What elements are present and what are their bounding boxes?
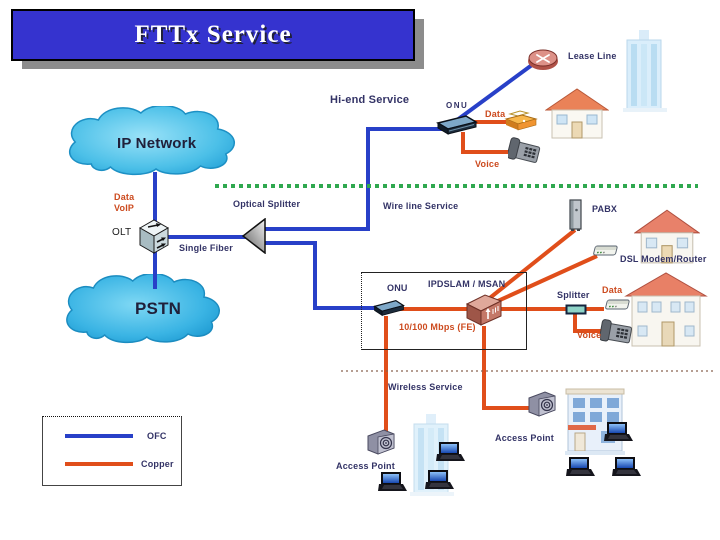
wire-line-service-label: Wire line Service <box>383 201 459 211</box>
optical-splitter-label: Optical Splitter <box>233 199 301 209</box>
telephone-icon <box>600 316 636 346</box>
lease-line-label: Lease Line <box>568 51 617 61</box>
onu-label: ONU <box>446 101 469 110</box>
pstn-cloud-icon <box>56 274 232 344</box>
olt-switch-icon <box>135 217 171 255</box>
legend-ofc-line <box>65 434 133 438</box>
onu-ipdslam-cabinet-box <box>361 272 527 350</box>
data-voip-label-line1: Data <box>114 192 135 202</box>
pstn-label: PSTN <box>135 299 182 318</box>
laptop-icon <box>425 470 455 494</box>
laptop-icon <box>436 442 466 466</box>
wire-copper-ipdslam-accesspoint <box>482 326 532 410</box>
optical-splitter-icon <box>242 218 266 254</box>
fax-machine-icon <box>504 108 538 134</box>
voice-label: Voice <box>475 159 500 169</box>
data-modem-icon <box>601 294 633 314</box>
ipdslam-icon <box>464 291 504 329</box>
legend-box <box>42 416 182 486</box>
splitter-icon <box>565 303 587 316</box>
hi-end-service-label: Hi-end Service <box>330 94 410 106</box>
leaseline-router-icon <box>527 47 559 71</box>
skyscraper-icon <box>621 28 669 116</box>
wire-fiber-onu-splitter <box>261 127 446 231</box>
laptop-icon <box>566 457 596 481</box>
wireless-service-label: Wireless Service <box>388 382 463 392</box>
house-icon <box>545 86 609 140</box>
house-icon <box>634 207 700 265</box>
laptop-icon <box>604 422 634 446</box>
access-point-label: Access Point <box>336 461 395 471</box>
access-point-icon <box>366 427 396 457</box>
onu-modem-icon <box>373 299 405 317</box>
data-voip-label-line2: VoIP <box>114 203 135 213</box>
dsl-modem-icon <box>589 240 621 260</box>
wire-copper-onu-voice <box>461 132 512 154</box>
ip-network-label: IP Network <box>117 135 197 152</box>
house-icon <box>624 270 708 350</box>
laptop-icon <box>612 457 642 481</box>
data-label: Data <box>485 109 506 119</box>
legend-copper-line <box>65 462 133 466</box>
data-label: Data <box>602 285 623 295</box>
page-title: FTTx Service <box>134 21 292 48</box>
wire-copper-ipdslam-dslmodem <box>488 254 598 307</box>
pabx-label: PABX <box>592 204 618 214</box>
wire-copper-ipdslam-pabx <box>484 228 577 303</box>
pabx-icon <box>567 198 583 232</box>
splitter-label: Splitter <box>557 290 590 300</box>
ip-network-cloud-icon <box>58 106 248 176</box>
wire-copper-splitter-voice <box>573 312 606 333</box>
wire-fiber-splitter-onucabinet <box>261 241 376 310</box>
voice-label: Voice <box>577 330 602 340</box>
laptop-icon <box>378 472 408 496</box>
onu-cabinet-label: ONU <box>387 283 408 293</box>
access-point-icon <box>527 389 557 419</box>
olt-label: OLT <box>112 227 132 238</box>
title-banner: FTTx Service <box>11 9 415 61</box>
ipdslam-label: IPDSLAM / MSAN <box>428 279 506 289</box>
legend-copper-label: Copper <box>141 459 174 469</box>
dsl-modem-label: DSL Modem/Router <box>620 254 707 264</box>
onu-modem-icon <box>436 114 478 136</box>
access-point-label: Access Point <box>495 433 554 443</box>
legend-ofc-label: OFC <box>147 431 167 441</box>
telephone-icon <box>508 135 544 165</box>
single-fiber-label: Single Fiber <box>179 243 233 253</box>
fe-speed-label: 10/100 Mbps (FE) <box>399 322 476 332</box>
wire-fiber-leaseline-onu <box>451 60 538 125</box>
